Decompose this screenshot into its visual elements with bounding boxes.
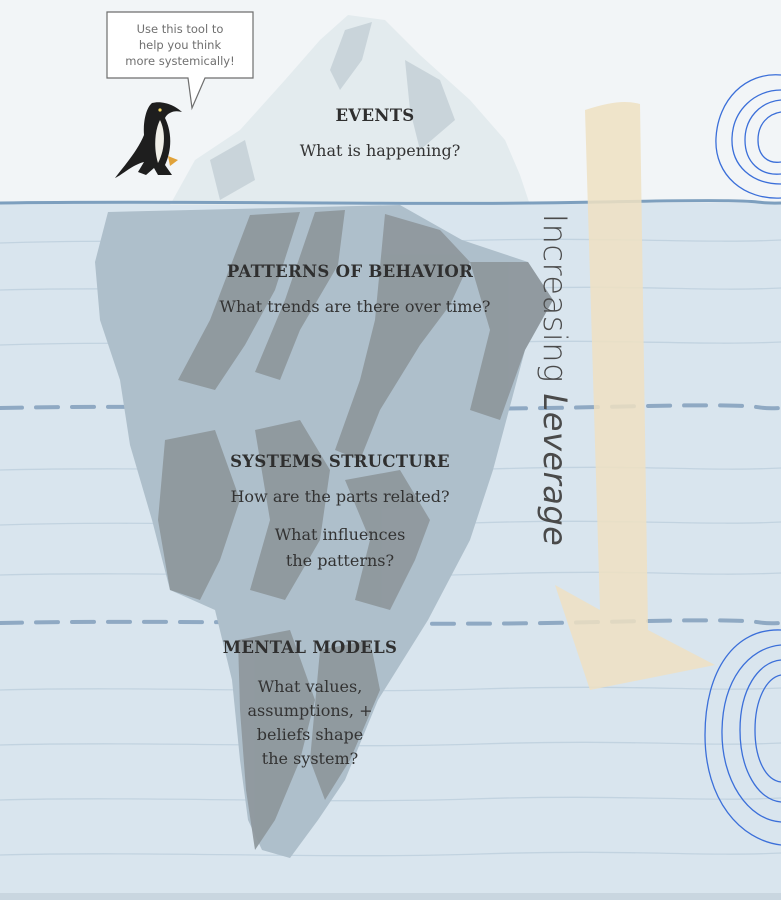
- level-question: What values,: [257, 677, 363, 696]
- level-question: What is happening?: [299, 141, 461, 160]
- speech-line: more systemically!: [125, 54, 235, 68]
- speech-line: help you think: [138, 38, 222, 52]
- penguin-icon: [115, 102, 182, 178]
- iceberg-tip: [170, 15, 530, 205]
- leverage-word-1: Increasing: [536, 213, 574, 383]
- leverage-label: Increasing Leverage: [530, 180, 580, 580]
- speech-line: Use this tool to: [136, 22, 224, 36]
- level-title-patterns: PATTERNS OF BEHAVIOR: [226, 262, 474, 281]
- level-question: the patterns?: [285, 551, 395, 570]
- level-question: assumptions, +: [247, 701, 373, 720]
- level-title-structure: SYSTEMS STRUCTURE: [230, 452, 450, 471]
- speech-bubble-icon: [106, 11, 254, 111]
- level-question: What influences: [274, 525, 406, 544]
- level-question: the system?: [261, 749, 359, 768]
- speech-bubble-text: Use this tool to help you think more sys…: [107, 12, 253, 78]
- level-title-mental-models: MENTAL MODELS: [222, 638, 398, 657]
- bottom-border: [0, 893, 781, 900]
- level-question: beliefs shape: [256, 725, 364, 744]
- waterline: [0, 199, 781, 205]
- scribble-mark-icon: [704, 74, 781, 846]
- leverage-word-2: Leverage: [536, 393, 574, 547]
- level-title-events: EVENTS: [335, 106, 415, 125]
- leverage-arrow: [555, 102, 715, 690]
- iceberg-shadows: [158, 210, 553, 850]
- iceberg-tip-shading: [210, 22, 455, 200]
- level-question: What trends are there over time?: [219, 297, 491, 316]
- level-question: How are the parts related?: [230, 487, 450, 506]
